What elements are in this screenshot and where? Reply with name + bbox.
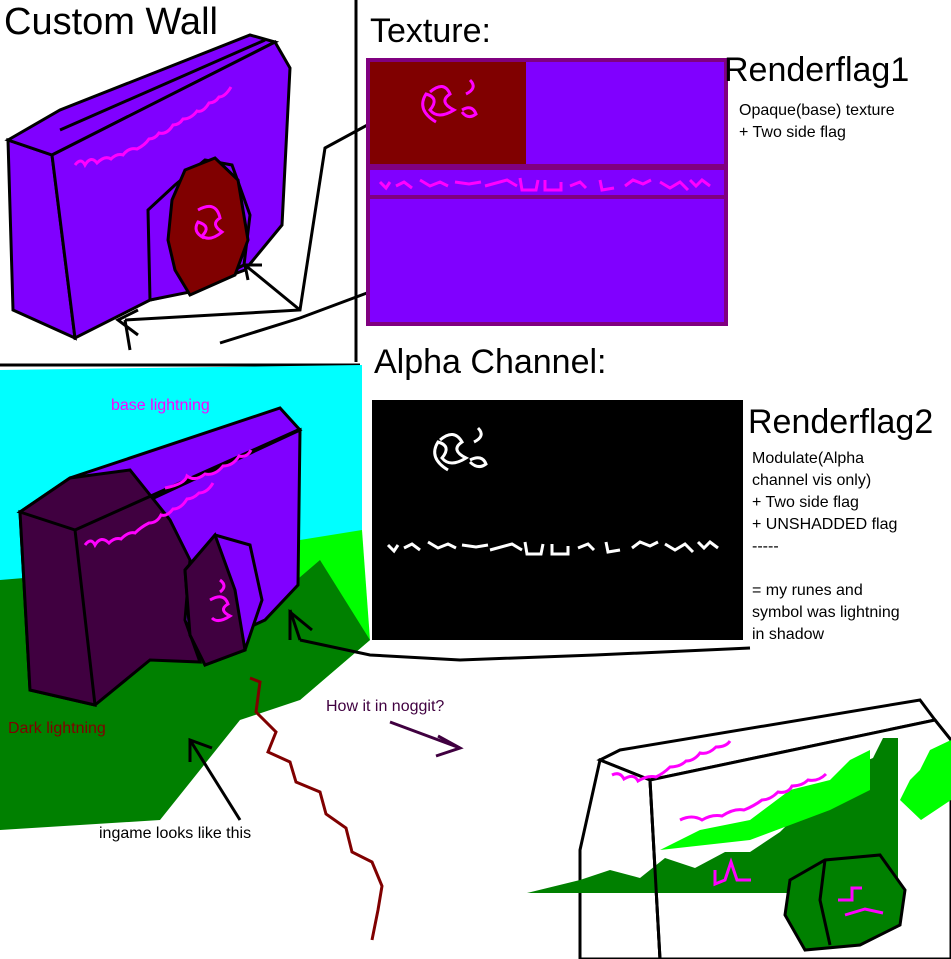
alpha-channel-title: Alpha Channel: bbox=[374, 343, 607, 381]
alpha-channel-image bbox=[372, 400, 743, 640]
renderflag1-note: Opaque(base) texture + Two side flag bbox=[739, 102, 895, 141]
dark-lightning-label: Dark lightning bbox=[8, 720, 106, 737]
noggit-arrow bbox=[389, 720, 464, 758]
renderflag2-title: Renderflag2 bbox=[748, 403, 934, 441]
texture-title: Texture: bbox=[370, 12, 491, 50]
custom-wall-drawing bbox=[4, 33, 292, 341]
noggit-question-label: How it in noggit? bbox=[326, 698, 445, 715]
noggit-scene bbox=[527, 698, 951, 959]
base-lightning-label: base lightning bbox=[111, 397, 210, 414]
ingame-label: ingame looks like this bbox=[99, 825, 252, 842]
renderflag2-note: Modulate(Alpha channel vis only) + Two s… bbox=[752, 450, 900, 643]
renderflag1-title: Renderflag1 bbox=[724, 51, 910, 89]
texture-image bbox=[366, 58, 728, 326]
pointer-arrows-top bbox=[115, 108, 396, 351]
ingame-scene bbox=[0, 365, 751, 941]
custom-wall-title: Custom Wall bbox=[4, 1, 218, 43]
